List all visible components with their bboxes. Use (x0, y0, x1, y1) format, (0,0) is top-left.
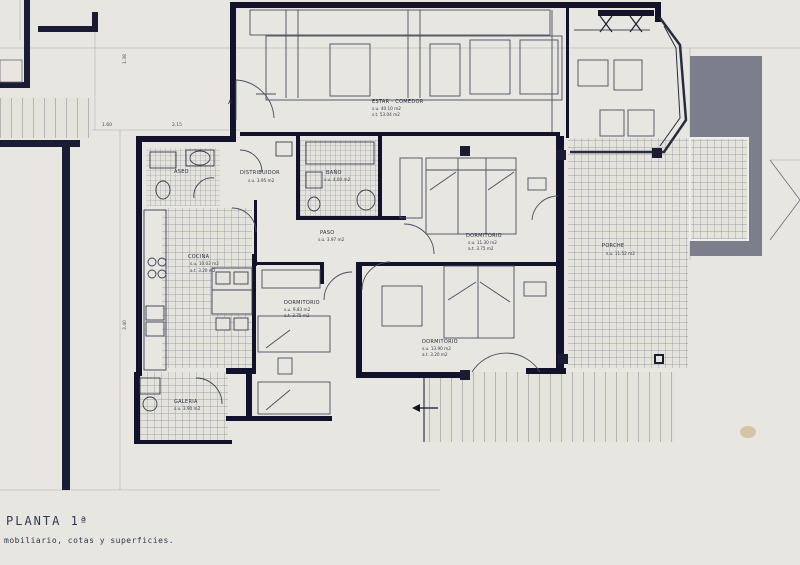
label-dormitorio3: DORMITORIO (422, 339, 458, 345)
area-dormitorio2-2: a.t. 3.75 m2 (284, 313, 310, 318)
neighbour-box (0, 59, 23, 83)
dim-d4: 3.40 (122, 320, 128, 330)
aseo-floor (146, 148, 220, 206)
paper-stain (740, 426, 756, 438)
label-estar: ESTAR - COMEDOR (372, 99, 424, 105)
estar-furniture (249, 9, 655, 137)
label-porche: PORCHE (602, 243, 624, 249)
area-distribuidor: s.u. 3.95 m2 (248, 178, 275, 183)
area-estar-2: s.t. 53.04 m2 (372, 112, 400, 117)
area-dormitorio2-1: s.u. 9.83 m2 (284, 307, 311, 312)
area-dormitorio1-2: a.t. 3.75 m2 (468, 246, 494, 251)
paso-doors (231, 149, 435, 291)
dimension-labels: 1.38 2.15 1.60 3.40 (102, 54, 182, 330)
bathroom-fixtures (149, 141, 376, 212)
exterior-walls (134, 2, 661, 444)
galeria-fixtures (139, 377, 223, 412)
neighbour-stairs (0, 98, 92, 138)
area-dormitorio3-2: a.t. 3.20 m2 (422, 352, 448, 357)
area-porche: s.u. 11.52 m2 (606, 251, 635, 256)
dormitorio2-furniture (257, 269, 353, 415)
label-bano: BAÑO (326, 169, 342, 176)
kitchen-furniture (143, 209, 253, 371)
dim-d1: 1.38 (122, 54, 128, 64)
bano-floor (300, 140, 378, 218)
area-estar-1: s.u. 40.10 m2 (372, 106, 401, 111)
area-dormitorio1-1: s.u. 11.30 m2 (468, 240, 497, 245)
entrance-arrow (412, 404, 438, 412)
label-cocina: COCINA (188, 254, 210, 260)
neighbour-walls (0, 0, 98, 490)
area-paso: s.u. 3.97 m2 (318, 237, 345, 242)
guide-lines (0, 0, 800, 491)
neighbour-roof (769, 159, 800, 241)
label-dormitorio2: DORMITORIO (284, 300, 320, 306)
dim-d3: 1.60 (102, 122, 112, 128)
plan-subtitle: mobiliario, cotas y superficies. (4, 536, 175, 545)
dim-d2: 2.15 (172, 122, 182, 128)
dormitorio1-furniture (399, 157, 559, 235)
dormitorio3-furniture (381, 265, 547, 373)
room-labels: ESTAR - COMEDOR s.u. 40.10 m2 s.t. 53.04… (174, 98, 635, 411)
porche-floor (568, 138, 688, 368)
galeria-floor (138, 372, 228, 440)
gate (599, 15, 643, 33)
bay-window (570, 17, 688, 154)
label-dormitorio1: DORMITORIO (466, 233, 502, 239)
door-marker: A (228, 98, 233, 106)
column-inner (656, 356, 662, 362)
label-aseo: ASEO (174, 169, 189, 175)
label-galeria: GALERIA (174, 399, 198, 405)
label-distribuidor: DISTRIBUIDOR (240, 170, 280, 176)
terrace-steps (425, 372, 675, 442)
area-cocina-2: a.t. 3.20 m2 (190, 268, 216, 273)
area-dormitorio3-1: s.u. 13.90 m2 (422, 346, 451, 351)
bay-window-inner (659, 25, 681, 147)
label-paso: PASO (320, 230, 334, 236)
plan-title: PLANTA 1ª (6, 514, 90, 528)
area-galeria: s.u. 3.90 m2 (174, 406, 201, 411)
area-bano: s.u. 4.00 m2 (324, 177, 351, 182)
entry-door-swing (235, 79, 275, 119)
porche-floor-overlay (689, 137, 749, 241)
area-cocina-1: s.u. 10.03 m2 (190, 261, 219, 266)
